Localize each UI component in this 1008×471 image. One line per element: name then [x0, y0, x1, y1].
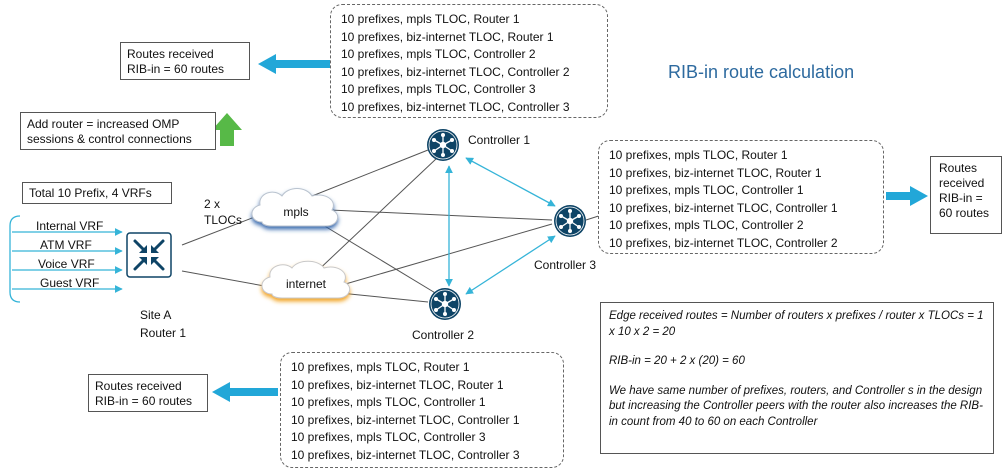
- vrf-label-internal: Internal VRF: [36, 219, 104, 233]
- add-router-box: Add router = increased OMP sessions & co…: [20, 112, 216, 150]
- controller-1-icon: [427, 129, 459, 161]
- list-item: 10 prefixes, biz-internet TLOC, Controll…: [341, 64, 570, 79]
- link-router-mpls: [181, 212, 266, 246]
- routes-box-right: Routes received RIB-in = 60 routes: [930, 156, 1002, 234]
- list-item: 10 prefixes, mpls TLOC, Controller 3: [341, 82, 536, 97]
- formula-line-3: We have same number of prefixes, routers…: [609, 384, 983, 428]
- vrf-label-voice: Voice VRF: [38, 257, 95, 271]
- list-item: 10 prefixes, biz-internet TLOC, Controll…: [291, 412, 520, 427]
- cloud-internet: [261, 260, 351, 299]
- list-item: 10 prefixes, biz-internet TLOC, Router 1: [609, 165, 822, 180]
- control-c1-c3: [465, 157, 556, 207]
- arrow-right: [886, 186, 928, 206]
- link-router-internet: [181, 270, 271, 288]
- list-item: 10 prefixes, biz-internet TLOC, Controll…: [291, 447, 520, 462]
- add-router-line2: sessions & control connections: [27, 132, 192, 146]
- link-mpls-controller1: [301, 149, 429, 201]
- arrow-top-left: [258, 54, 330, 74]
- diagram-title: RIB-in route calculation: [668, 62, 855, 82]
- list-item: 10 prefixes, biz-internet TLOC, Router 1: [341, 29, 554, 44]
- cloud-label-internet: internet: [286, 277, 327, 291]
- list-item: 10 prefixes, mpls TLOC, Router 1: [291, 360, 470, 374]
- routes-box-top: Routes received RIB-in = 60 routes: [120, 42, 250, 80]
- list-item: 10 prefixes, mpls TLOC, Controller 3: [291, 430, 486, 445]
- list-item: 10 prefixes, mpls TLOC, Router 1: [341, 12, 520, 26]
- list-item: 10 prefixes, mpls TLOC, Controller 1: [291, 395, 486, 410]
- total-prefix-label: Total 10 Prefix, 4 VRFs: [29, 186, 152, 200]
- routes-box-bottom: Routes received RIB-in = 60 routes: [88, 374, 208, 412]
- tlocs-label: 2 x TLOCs: [204, 196, 242, 228]
- prefix-list-top: 10 prefixes, mpls TLOC, Router 1 10 pref…: [330, 4, 608, 118]
- link-mpls-controller3: [329, 209, 553, 221]
- vrf-label-atm: ATM VRF: [40, 238, 92, 252]
- vrf-label-guest: Guest VRF: [40, 276, 100, 290]
- cloud-label-mpls: mpls: [283, 205, 308, 219]
- formula-line-2: RIB-in = 20 + 2 x (20) = 60: [609, 355, 745, 367]
- arrow-green-up: [212, 113, 242, 146]
- list-item: 10 prefixes, biz-internet TLOC, Controll…: [609, 235, 838, 250]
- list-item: 10 prefixes, mpls TLOC, Controller 1: [609, 183, 804, 198]
- tlocs-line1: 2 x: [204, 197, 221, 211]
- controller-2-icon: [429, 288, 461, 320]
- routes-box-right-line3: RIB-in =: [939, 191, 983, 205]
- control-c2-c3: [465, 235, 556, 295]
- routes-box-top-line1: Routes received: [127, 47, 214, 61]
- site-label-line1: Site A: [140, 308, 172, 322]
- prefix-list-bottom: 10 prefixes, mpls TLOC, Router 1 10 pref…: [280, 352, 564, 468]
- routes-box-bottom-line1: Routes received: [95, 379, 182, 393]
- controller-3-label: Controller 3: [534, 258, 597, 272]
- tlocs-line2: TLOCs: [204, 213, 243, 227]
- formula-line-1: Edge received routes = Number of routers…: [609, 310, 984, 338]
- controller-1-label: Controller 1: [468, 133, 531, 147]
- list-item: 10 prefixes, biz-internet TLOC, Router 1: [291, 377, 504, 392]
- vrf-brace: [9, 215, 123, 303]
- prefix-list-right: 10 prefixes, mpls TLOC, Router 1 10 pref…: [598, 140, 884, 254]
- arrow-bottom-left: [212, 382, 278, 402]
- routes-box-right-line4: 60 routes: [939, 206, 990, 220]
- site-label: Site A Router 1: [140, 306, 186, 342]
- routes-box-right-line1: Routes: [939, 161, 978, 175]
- list-item: 10 prefixes, mpls TLOC, Controller 2: [609, 218, 804, 233]
- controller-3-icon: [554, 205, 586, 237]
- link-mpls-controller2: [317, 221, 438, 295]
- link-internet-controller3: [341, 223, 553, 286]
- gray-links: [181, 149, 609, 303]
- routes-box-top-line2: RIB-in = 60 routes: [127, 62, 225, 76]
- list-item: 10 prefixes, biz-internet TLOC, Controll…: [609, 200, 838, 215]
- router-icon: [126, 232, 172, 278]
- formula-box: Edge received routes = Number of routers…: [600, 302, 994, 454]
- list-item: 10 prefixes, mpls TLOC, Controller 2: [341, 47, 536, 62]
- list-item: 10 prefixes, mpls TLOC, Router 1: [609, 148, 788, 162]
- cloud-mpls: [251, 188, 339, 227]
- link-internet-controller1: [311, 157, 438, 277]
- site-label-line2: Router 1: [140, 326, 187, 340]
- routes-box-right-line2: received: [939, 176, 985, 190]
- list-item: 10 prefixes, biz-internet TLOC, Controll…: [341, 99, 570, 114]
- routes-box-bottom-line2: RIB-in = 60 routes: [95, 394, 193, 408]
- total-prefix-box: Total 10 Prefix, 4 VRFs: [22, 182, 172, 204]
- control-links: [445, 157, 556, 295]
- add-router-line1: Add router = increased OMP: [27, 117, 180, 131]
- controller-2-label: Controller 2: [412, 328, 475, 342]
